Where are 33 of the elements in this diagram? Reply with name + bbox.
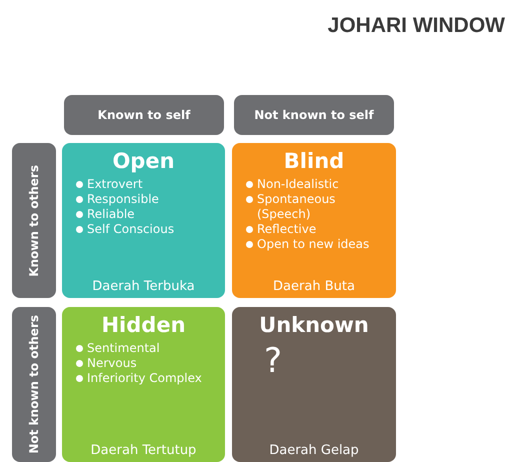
quadrant-box: [62, 143, 225, 298]
bullet-item: Spontaneous (Speech): [257, 192, 336, 222]
header-label: Not known to self: [254, 108, 374, 122]
header-box: [12, 307, 56, 462]
quadrant-footer: Daerah Terbuka: [62, 279, 225, 294]
bullet-item: Responsible: [87, 192, 159, 207]
quadrant-heading: Hidden: [100, 313, 187, 337]
quadrant-footer: Daerah Gelap: [232, 443, 396, 458]
quadrant-heading: Blind: [282, 149, 346, 173]
bullet-item: Non-Idealistic: [257, 177, 339, 192]
quadrant-heading: Open: [111, 149, 176, 173]
header-label: Not known to others: [27, 315, 41, 454]
bullet-item: Sentimental: [87, 341, 160, 356]
quadrant-box: [232, 307, 396, 462]
bullet-item: Open to new ideas: [257, 237, 370, 252]
bullet-item: Reflective: [257, 222, 316, 237]
bullet-item: Self Conscious: [87, 222, 174, 237]
bullet-item: Reliable: [87, 207, 135, 222]
title: JOHARI WINDOW: [328, 14, 505, 38]
quadrant-footer: Daerah Tertutup: [62, 443, 225, 458]
question-mark: ?: [264, 341, 282, 381]
quadrant-box: [232, 143, 396, 298]
quadrant-heading: Unknown: [258, 313, 370, 337]
bullet-item: Nervous: [87, 356, 137, 371]
header-label: Known to others: [27, 164, 41, 276]
header-label: Known to self: [98, 108, 190, 122]
bullet-item: Inferiority Complex: [87, 371, 202, 386]
header-box: [12, 143, 56, 298]
bullet-item: Extrovert: [87, 177, 143, 192]
quadrant-box: [62, 307, 225, 462]
quadrant-footer: Daerah Buta: [232, 279, 396, 294]
header-box: [234, 95, 394, 135]
header-box: [64, 95, 224, 135]
